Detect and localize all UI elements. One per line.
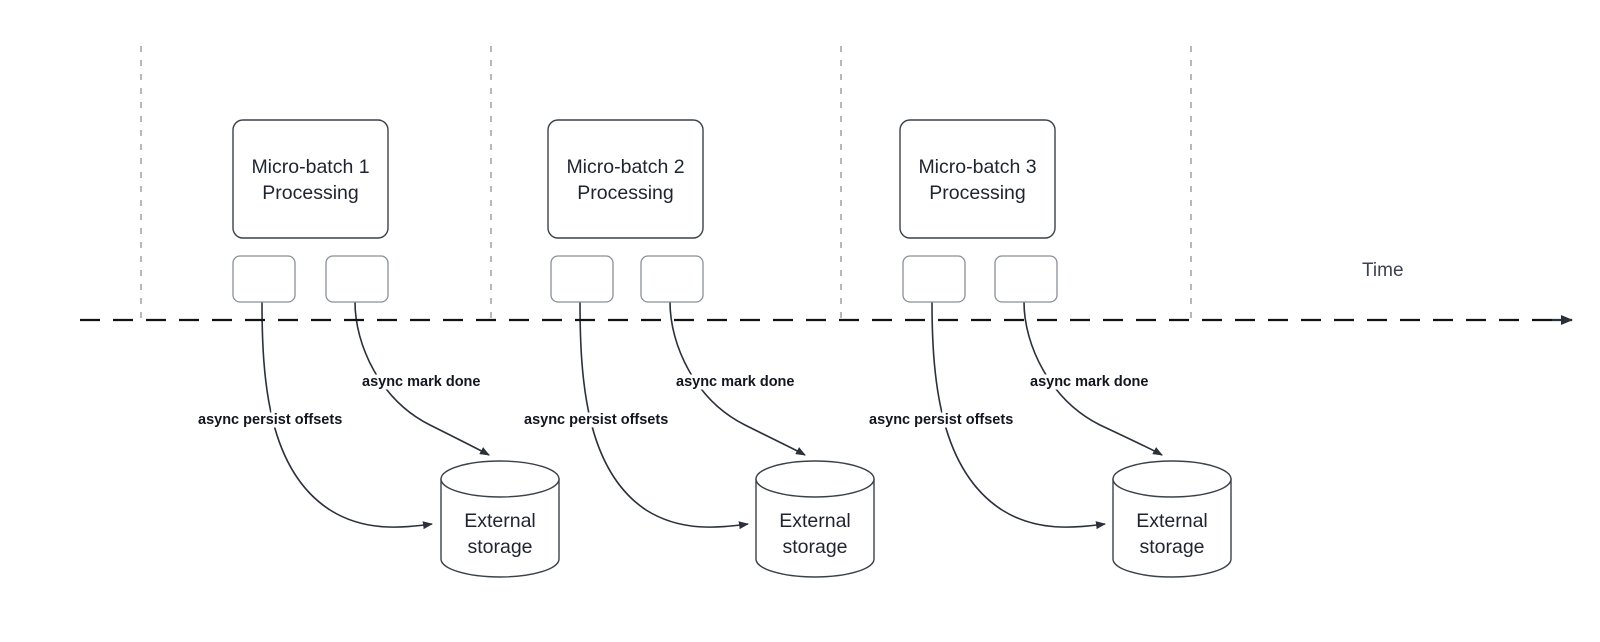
micro-batch-2-box[interactable] bbox=[547, 119, 704, 239]
cylinder-body-3 bbox=[1112, 478, 1232, 578]
micro-batch-3-label-line1: Micro-batch 3 bbox=[918, 156, 1036, 178]
cylinder-body-1 bbox=[440, 478, 560, 578]
group-3: Micro-batch 3 Processing External storag… bbox=[866, 119, 1232, 578]
external-storage-1[interactable]: External storage bbox=[440, 460, 560, 578]
edge-label-persist-offsets-2: async persist offsets bbox=[524, 412, 668, 428]
edge-label-persist-offsets-1: async persist offsets bbox=[198, 412, 342, 428]
edge-persist-offsets-3 bbox=[931, 301, 1106, 530]
edge-label-persist-offsets-3: async persist offsets bbox=[869, 412, 1013, 428]
cylinder-top-1 bbox=[440, 460, 560, 498]
edge-mark-done-3 bbox=[1023, 301, 1163, 456]
edge-label-mark-done-2: async mark done bbox=[676, 374, 794, 390]
task-box-2b[interactable] bbox=[640, 255, 704, 303]
edge-label-mark-done-1: async mark done bbox=[362, 374, 480, 390]
timeline-axis: Time bbox=[80, 260, 1573, 325]
external-storage-3-label-line1: External bbox=[1136, 510, 1208, 532]
batch-boundary-dividers bbox=[140, 46, 1192, 321]
micro-batch-2-label-line2: Processing bbox=[577, 182, 673, 204]
external-storage-2-label-line2: storage bbox=[782, 536, 847, 558]
micro-batch-3-box[interactable] bbox=[899, 119, 1056, 239]
task-box-3b[interactable] bbox=[994, 255, 1058, 303]
edge-mark-done-2 bbox=[669, 301, 806, 456]
micro-batch-1-label-line2: Processing bbox=[262, 182, 358, 204]
task-box-3a[interactable] bbox=[902, 255, 966, 303]
group-1: Micro-batch 1 Processing External storag… bbox=[195, 119, 560, 578]
external-storage-2-label-line1: External bbox=[779, 510, 851, 532]
cylinder-body-2 bbox=[755, 478, 875, 578]
time-axis-label: Time bbox=[1362, 260, 1404, 281]
edge-persist-offsets-2 bbox=[579, 301, 749, 530]
external-storage-3[interactable]: External storage bbox=[1112, 460, 1232, 578]
cylinder-top-2 bbox=[755, 460, 875, 498]
edge-mark-done-1 bbox=[354, 301, 490, 456]
cylinder-top-3 bbox=[1112, 460, 1232, 498]
external-storage-2[interactable]: External storage bbox=[755, 460, 875, 578]
group-2: Micro-batch 2 Processing External storag… bbox=[521, 119, 875, 578]
external-storage-1-label-line1: External bbox=[464, 510, 536, 532]
task-box-1a[interactable] bbox=[232, 255, 296, 303]
micro-batch-1-label-line1: Micro-batch 1 bbox=[251, 156, 369, 178]
edge-label-mark-done-3: async mark done bbox=[1030, 374, 1148, 390]
task-box-2a[interactable] bbox=[550, 255, 614, 303]
external-storage-1-label-line2: storage bbox=[467, 536, 532, 558]
micro-batch-1-box[interactable] bbox=[232, 119, 389, 239]
edge-persist-offsets-1 bbox=[261, 301, 433, 530]
task-box-1b[interactable] bbox=[325, 255, 389, 303]
micro-batch-2-label-line1: Micro-batch 2 bbox=[566, 156, 684, 178]
micro-batch-3-label-line2: Processing bbox=[929, 182, 1025, 204]
external-storage-3-label-line2: storage bbox=[1139, 536, 1204, 558]
